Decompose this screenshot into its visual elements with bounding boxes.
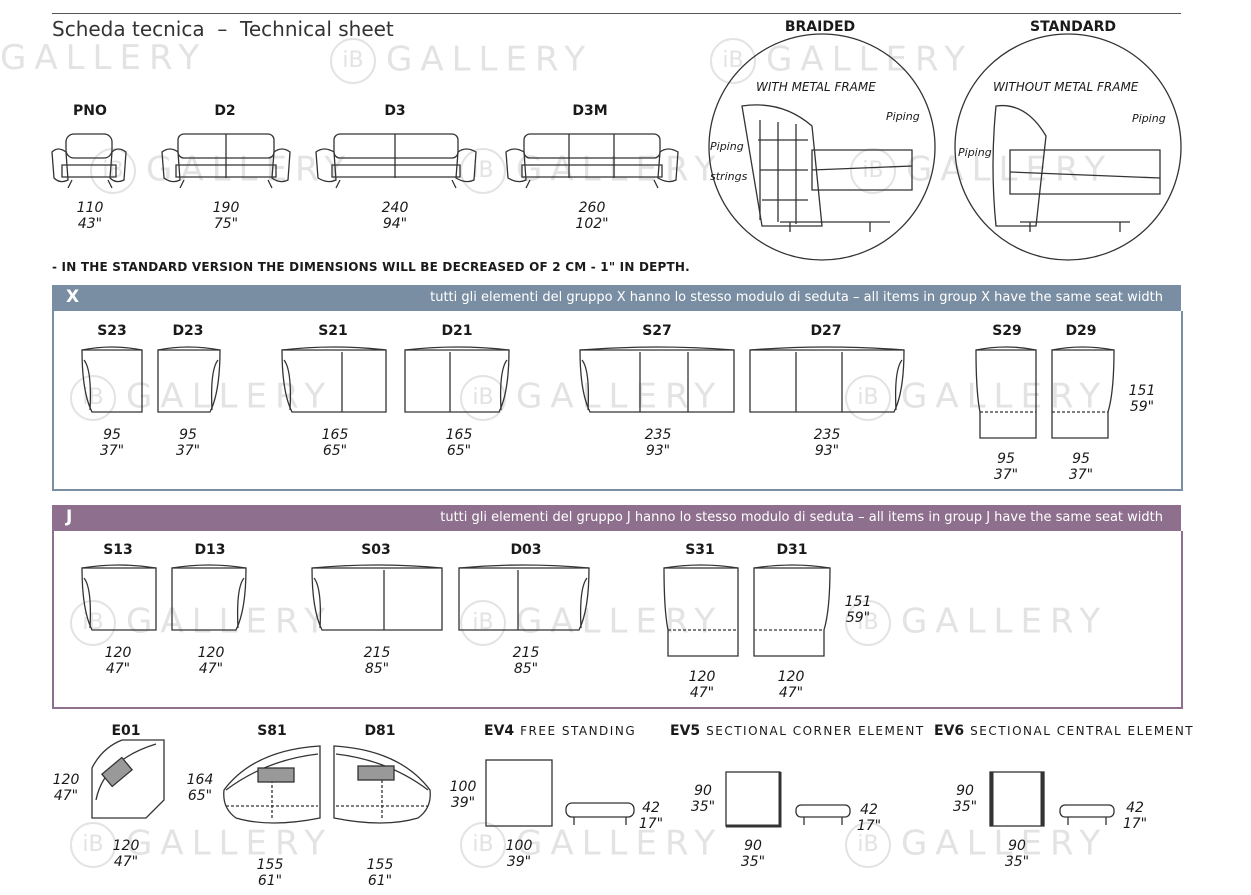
module-code: D21	[441, 323, 473, 339]
strings-label: strings	[710, 170, 748, 183]
module-code: E01	[111, 723, 141, 739]
piping-label: Piping	[886, 110, 920, 123]
group-x-description: tutti gli elementi del gruppo X hanno lo…	[430, 290, 1163, 305]
braided-title: BRAIDED	[784, 19, 856, 35]
module-code: S21	[318, 323, 348, 339]
module-code: D03	[510, 542, 542, 558]
module-code: D13	[194, 542, 226, 558]
module-code: D27	[810, 323, 842, 339]
module-code: D81	[364, 723, 396, 739]
model-code: PNO	[73, 103, 107, 119]
group-j-header: J tutti gli elementi del gruppo J hanno …	[52, 505, 1181, 531]
group-j-letter: J	[66, 507, 73, 527]
module-code: S29	[992, 323, 1022, 339]
group-x-letter: X	[66, 287, 80, 307]
header-rule	[52, 13, 1181, 14]
module-code: S31	[685, 542, 715, 558]
model-code: D2	[214, 103, 236, 119]
page-title: Scheda tecnica – Technical sheet	[52, 17, 394, 41]
module-code: D31	[776, 542, 808, 558]
without-frame-label: WITHOUT METAL FRAME	[993, 80, 1139, 94]
group-j-description: tutti gli elementi del gruppo J hanno lo…	[440, 510, 1163, 525]
standard-version-note: - IN THE STANDARD VERSION THE DIMENSIONS…	[52, 260, 690, 274]
module-code: S13	[103, 542, 133, 558]
watermark: GALLERY	[0, 38, 208, 78]
standard-title: STANDARD	[1030, 19, 1116, 35]
module-code: S23	[97, 323, 127, 339]
module-code: S03	[361, 542, 391, 558]
with-frame-label: WITH METAL FRAME	[756, 80, 876, 94]
piping-label: Piping	[1132, 112, 1166, 125]
module-code: S27	[642, 323, 672, 339]
module-code: D29	[1065, 323, 1097, 339]
piping-label: Piping	[958, 146, 992, 159]
group-x-header: X tutti gli elementi del gruppo X hanno …	[52, 285, 1181, 311]
module-code: S81	[257, 723, 287, 739]
group-j-panel	[52, 531, 1183, 709]
model-code: D3	[384, 103, 406, 119]
group-x-panel	[52, 311, 1183, 491]
piping-label: Piping	[710, 140, 744, 153]
module-code: D23	[172, 323, 204, 339]
model-code: D3M	[572, 103, 608, 119]
